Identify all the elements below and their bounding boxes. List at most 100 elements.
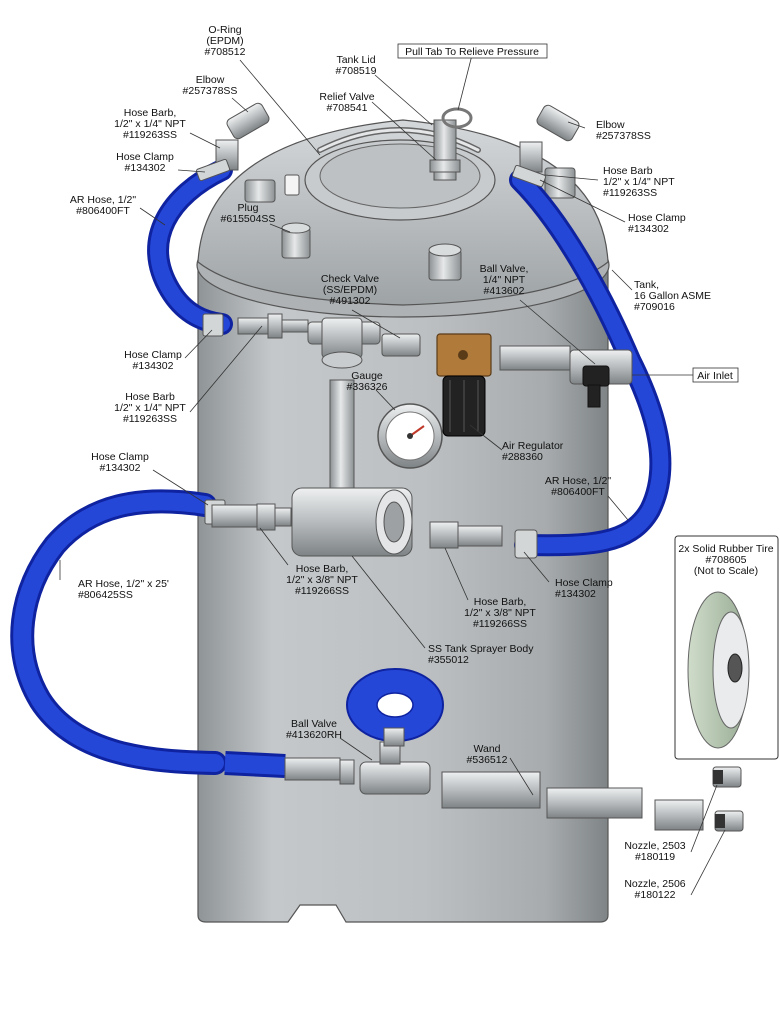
label-hose-barb-tl-3: #119263SS (123, 129, 177, 141)
label-air-regulator-1: Air Regulator (502, 440, 564, 452)
label-air-inlet: Air Inlet (697, 370, 733, 382)
svg-text:Hose Barb,1/2" x 3/8" NPT#1192: Hose Barb,1/2" x 3/8" NPT#119266SS (286, 563, 358, 597)
label-check-valve-1: Check Valve (321, 273, 379, 285)
label-hose-clamp-tl-1: Hose Clamp (116, 151, 174, 163)
svg-text:Check Valve(SS/EPDM)#491302: Check Valve(SS/EPDM)#491302 (321, 273, 379, 307)
air-inlet-box (692, 367, 739, 383)
svg-text:SS Tank Sprayer Body#355012: SS Tank Sprayer Body#355012 (428, 643, 534, 666)
label-hose-clamp-ml-1: Hose Clamp (124, 349, 182, 361)
label-hose-barb-38-left-2: 1/2" x 3/8" NPT (286, 574, 358, 586)
label-hose-barb-tl-1: Hose Barb, (124, 107, 177, 119)
label-hose-barb-38-right-1: Hose Barb, (474, 596, 527, 608)
label-ar-hose-tl-2: #806400FT (76, 205, 130, 217)
label-relief-valve-2: #708541 (327, 102, 368, 114)
label-plug-1: Plug (237, 202, 258, 214)
wheel (674, 535, 779, 760)
gauge (377, 403, 443, 469)
svg-text:Hose Clamp#134302: Hose Clamp#134302 (555, 577, 613, 600)
label-ar-hose-tl-1: AR Hose, 1/2" (70, 194, 136, 206)
svg-text:Plug#615504SS: Plug#615504SS (221, 202, 276, 225)
label-elbow-left-2: #257378SS (183, 85, 238, 97)
label-plug-2: #615504SS (221, 213, 276, 225)
label-elbow-right-2: #257378SS (596, 130, 651, 142)
label-air-regulator-2: #288360 (502, 451, 543, 463)
svg-text:AR Hose, 1/2"#806400FT: AR Hose, 1/2"#806400FT (545, 475, 611, 498)
label-hose-barb-tr-1: Hose Barb (603, 165, 653, 177)
svg-text:Hose Barb,1/2" x 3/8" NPT#1192: Hose Barb,1/2" x 3/8" NPT#119266SS (464, 596, 536, 630)
label-pull-tab: Pull Tab To Relieve Pressure (405, 46, 539, 58)
label-gauge-1: Gauge (351, 370, 383, 382)
svg-text:2x Solid Rubber Tire#708605(No: 2x Solid Rubber Tire#708605(Not to Scale… (678, 543, 773, 577)
label-hose-barb-38-right-3: #119266SS (473, 618, 527, 630)
label-ar-hose-25-1: AR Hose, 1/2" x 25' (78, 578, 169, 590)
svg-text:Hose Clamp#134302: Hose Clamp#134302 (124, 349, 182, 372)
svg-text:Ball Valve,1/4" NPT#413602: Ball Valve,1/4" NPT#413602 (480, 263, 529, 297)
label-ball-valve-top-1: Ball Valve, (480, 263, 529, 275)
svg-text:Wand#536512: Wand#536512 (467, 743, 508, 766)
svg-text:Nozzle, 2506#180122: Nozzle, 2506#180122 (624, 878, 685, 901)
label-ar-hose-25-2: #806425SS (78, 589, 133, 601)
label-hose-barb-38-left-3: #119266SS (295, 585, 349, 597)
label-hose-barb-ml-3: #119263SS (123, 413, 177, 425)
label-tank-2: 16 Gallon ASME (634, 290, 711, 302)
label-elbow-left-1: Elbow (196, 74, 225, 86)
svg-text:O-Ring(EPDM)#708512: O-Ring(EPDM)#708512 (205, 24, 246, 58)
label-relief-valve-1: Relief Valve (319, 91, 374, 103)
fitting (195, 102, 744, 832)
label-tank-lid-2: #708519 (336, 65, 377, 77)
hose (10, 159, 672, 778)
svg-text:Tank Lid#708519: Tank Lid#708519 (336, 54, 377, 77)
svg-text:Hose Clamp#134302: Hose Clamp#134302 (116, 151, 174, 174)
label-ball-valve-bottom-2: #413620RH (286, 729, 342, 741)
svg-text:Tank,16 Gallon ASME#709016: Tank,16 Gallon ASME#709016 (634, 279, 711, 313)
label-oring-1: O-Ring (208, 24, 241, 36)
svg-text:Hose Barb,1/2" x 1/4" NPT#1192: Hose Barb,1/2" x 1/4" NPT#119263SS (114, 107, 186, 141)
label-ball-valve-top-3: #413602 (484, 285, 525, 297)
label-hose-barb-38-left-1: Hose Barb, (296, 563, 349, 575)
label-hose-clamp-ll-1: Hose Clamp (91, 451, 149, 463)
svg-text:Hose Clamp#134302: Hose Clamp#134302 (628, 212, 686, 235)
label-tire-3: (Not to Scale) (694, 565, 758, 577)
label-hose-barb-38-right-2: 1/2" x 3/8" NPT (464, 607, 536, 619)
label-oring-3: #708512 (205, 46, 246, 58)
label-sprayer-body-1: SS Tank Sprayer Body (428, 643, 534, 655)
label-hose-barb-tl-2: 1/2" x 1/4" NPT (114, 118, 186, 130)
label-oring-2: (EPDM) (206, 35, 243, 47)
leader-lines (59, 54, 726, 896)
ball-valve (346, 668, 444, 747)
svg-text:Ball Valve#413620RH: Ball Valve#413620RH (286, 718, 342, 741)
regulator (436, 333, 492, 437)
svg-text:Elbow#257378SS: Elbow#257378SS (183, 74, 238, 97)
label-ball-valve-bottom-1: Ball Valve (291, 718, 337, 730)
svg-text:Air Regulator#288360: Air Regulator#288360 (502, 440, 564, 463)
label-elbow-right-1: Elbow (596, 119, 625, 131)
svg-text:Hose Clamp#134302: Hose Clamp#134302 (91, 451, 149, 474)
labels: O-Ring(EPDM)#708512 Tank Lid#708519 Pull… (70, 24, 774, 901)
svg-text:AR Hose, 1/2" x 25'#806425SS: AR Hose, 1/2" x 25'#806425SS (78, 578, 169, 601)
label-nozzle-2503-2: #180119 (635, 851, 675, 863)
label-wand-1: Wand (473, 743, 500, 755)
label-tank-3: #709016 (634, 301, 675, 313)
label-gauge-2: #336326 (347, 381, 388, 393)
label-hose-barb-tr-2: 1/2" x 1/4" NPT (603, 176, 675, 188)
label-hose-clamp-tl-2: #134302 (125, 162, 166, 174)
label-tank-lid-1: Tank Lid (336, 54, 375, 66)
label-hose-clamp-tr-2: #134302 (628, 223, 669, 235)
label-tank-1: Tank, (634, 279, 659, 291)
label-hose-clamp-ll-2: #134302 (100, 462, 141, 474)
label-check-valve-3: #491302 (330, 295, 371, 307)
pull-tab-box (397, 43, 548, 59)
label-hose-barb-ml-2: 1/2" x 1/4" NPT (114, 402, 186, 414)
label-hose-clamp-rl-1: Hose Clamp (555, 577, 613, 589)
label-hose-clamp-tr-1: Hose Clamp (628, 212, 686, 224)
label-hose-clamp-rl-2: #134302 (555, 588, 596, 600)
svg-text:Nozzle, 2503#180119: Nozzle, 2503#180119 (624, 840, 685, 863)
svg-text:AR Hose, 1/2"#806400FT: AR Hose, 1/2"#806400FT (70, 194, 136, 217)
label-ar-hose-right-2: #806400FT (551, 486, 605, 498)
svg-text:Elbow#257378SS: Elbow#257378SS (596, 119, 651, 142)
label-hose-barb-tr-3: #119263SS (603, 187, 657, 199)
